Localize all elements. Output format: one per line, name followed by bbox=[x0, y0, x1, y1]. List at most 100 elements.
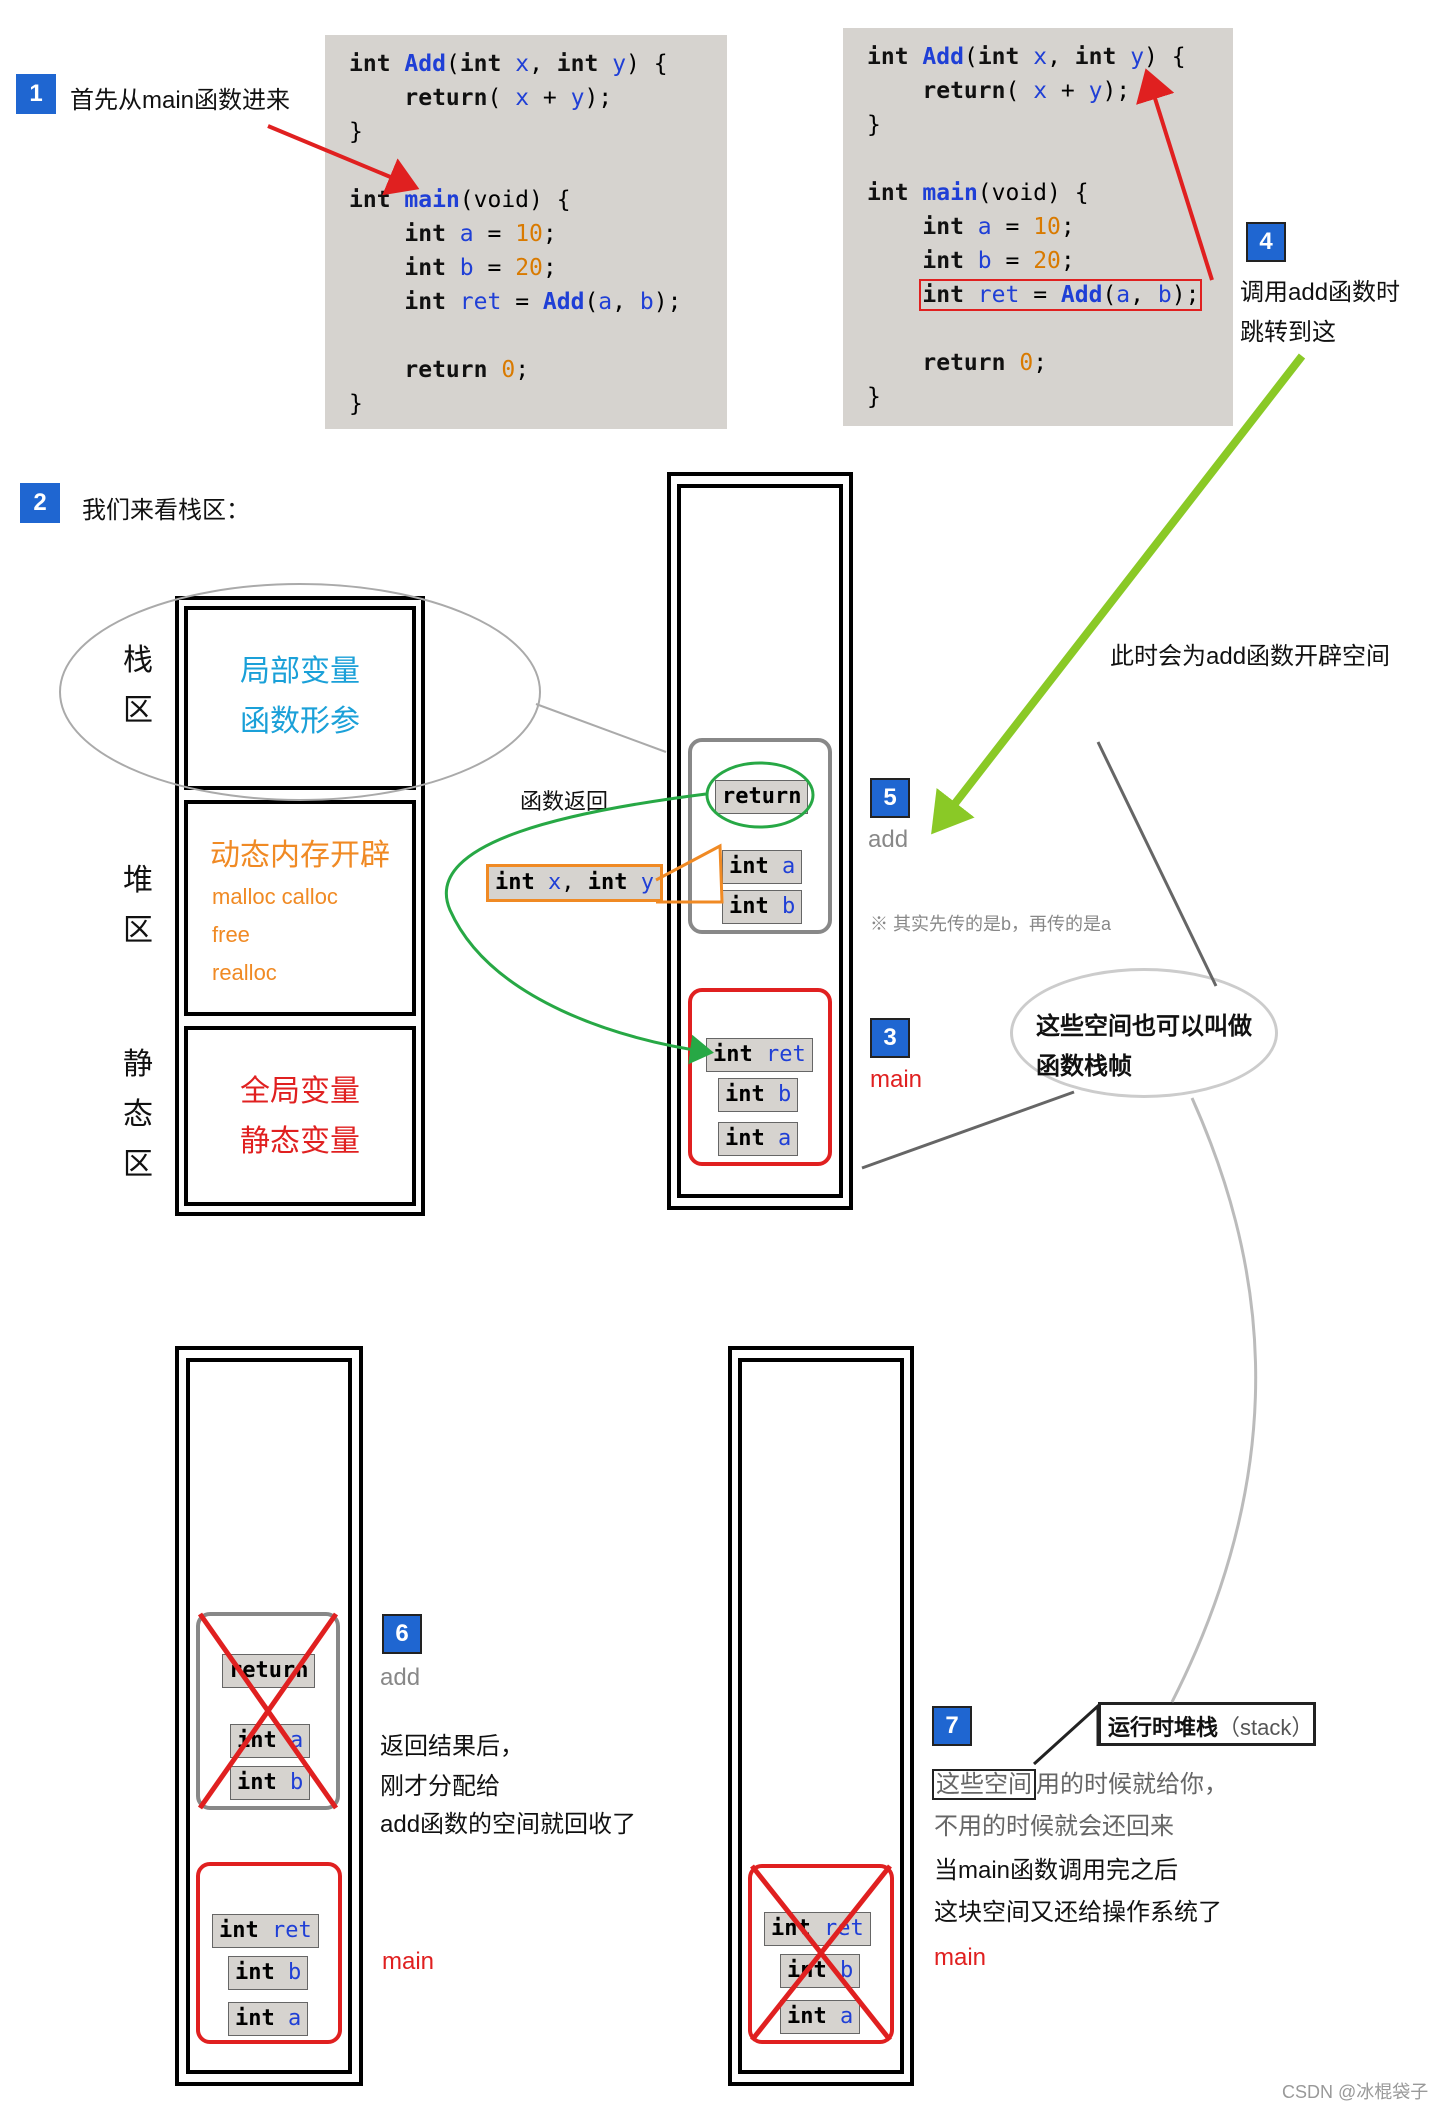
frame-slot-return: return bbox=[715, 780, 809, 814]
param-order-note: ※ 其实先传的是b，再传的是a bbox=[870, 914, 1112, 934]
open-space-annotation: 此时会为add函数开辟空间 bbox=[1110, 643, 1391, 670]
open-space-arrow bbox=[931, 353, 1306, 835]
heap-item-3: realloc bbox=[212, 960, 277, 985]
code-line: } bbox=[867, 384, 881, 410]
params-connector bbox=[655, 843, 724, 904]
stack-frame-callout-line2: 函数栈帧 bbox=[1036, 1053, 1132, 1080]
code-panel-add-jump: int Add(int x, int y) { return( x + y); … bbox=[843, 28, 1233, 426]
step-4-text-1: 调用add函数时 bbox=[1240, 279, 1401, 306]
step-6-label: add bbox=[380, 1664, 421, 1691]
code-line: } bbox=[349, 119, 363, 145]
add-stack-frame bbox=[688, 738, 832, 934]
step-7-text-4: 这块空间又还给操作系统了 bbox=[934, 1899, 1222, 1926]
code-line: int main(void) { bbox=[349, 187, 571, 213]
frame-slot-int-a: int a bbox=[780, 2000, 861, 2034]
step-1-text: 首先从main函数进来 bbox=[70, 87, 291, 114]
code-line: int Add(int x, int y) { bbox=[867, 44, 1186, 70]
code-line: return( x + y); bbox=[404, 85, 613, 111]
code-line: return 0; bbox=[922, 350, 1048, 376]
frame-slot-int-b: int b bbox=[230, 1766, 311, 1800]
released-add-frame bbox=[196, 1612, 340, 1810]
static-side-label: 静态区 bbox=[123, 1047, 153, 1182]
runtime-stack-connector bbox=[1170, 1097, 1258, 1703]
frame-callout-pointer-2 bbox=[861, 1090, 1075, 1170]
step-3-label: main bbox=[870, 1066, 923, 1093]
heap-region bbox=[184, 800, 416, 1016]
cross-mark-add bbox=[197, 1612, 339, 1810]
main-stack-frame bbox=[688, 988, 832, 1166]
step-7-text-3: 当main函数调用完之后 bbox=[934, 1857, 1179, 1884]
stack-region-line2: 函数形参 bbox=[240, 704, 360, 739]
frame-callout-pointer-1 bbox=[1096, 741, 1218, 987]
heap-item-2: free bbox=[212, 922, 250, 947]
function-return-label: 函数返回 bbox=[520, 789, 609, 814]
step-5-badge: 5 bbox=[870, 778, 910, 818]
frame-slot-int-a: int a bbox=[718, 1122, 799, 1156]
stack-side-label: 栈区 bbox=[123, 643, 153, 728]
stack-column-after-main-inner bbox=[738, 1358, 904, 2074]
return-highlight bbox=[705, 761, 815, 829]
code-line: int a = 10; bbox=[922, 214, 1075, 240]
code-line: int Add(int x, int y) { bbox=[349, 51, 668, 77]
code-line: int b = 20; bbox=[404, 255, 557, 281]
watermark: CSDN @冰棍袋子 bbox=[1282, 2082, 1429, 2102]
step-4-text-2: 跳转到这 bbox=[1240, 319, 1336, 346]
code-line-highlighted: int ret = Add(a, b); bbox=[919, 279, 1203, 311]
step-5-label: add bbox=[868, 826, 909, 853]
stack-region-highlight bbox=[59, 583, 541, 801]
static-region bbox=[184, 1026, 416, 1206]
stack-column-after-return-inner bbox=[186, 1358, 352, 2074]
stack-column-outer bbox=[667, 472, 853, 1210]
static-region-line1: 全局变量 bbox=[240, 1074, 360, 1109]
step-3-badge: 3 bbox=[870, 1018, 910, 1058]
step-6-text-1: 返回结果后， bbox=[380, 1733, 524, 1760]
step-6-badge: 6 bbox=[382, 1614, 422, 1654]
step-2-text: 我们来看栈区： bbox=[82, 497, 250, 524]
runtime-stack-title: 运行时堆栈（stack） bbox=[1108, 1715, 1314, 1740]
frame-slot-int-ret: int ret bbox=[212, 1914, 319, 1948]
step-7-main-label: main bbox=[934, 1944, 987, 1971]
stack-frame-callout-line1: 这些空间也可以叫做 bbox=[1036, 1013, 1252, 1040]
frame-slot-int-a: int a bbox=[228, 2002, 309, 2036]
main-stack-frame bbox=[196, 1862, 342, 2044]
stack-column-after-main-outer bbox=[728, 1346, 914, 2086]
step-2-badge: 2 bbox=[20, 483, 60, 523]
stack-region bbox=[184, 606, 416, 790]
heap-item-1: malloc calloc bbox=[212, 884, 338, 909]
stack-column-after-return-outer bbox=[175, 1346, 363, 2086]
params-box: int x, int y bbox=[486, 864, 663, 902]
heap-side-label: 堆区 bbox=[123, 863, 153, 948]
runtime-stack-pointer bbox=[1032, 1702, 1100, 1766]
code-line: int main(void) { bbox=[867, 180, 1089, 206]
frame-slot-int-b: int b bbox=[718, 1078, 799, 1112]
frame-slot-int-ret: int ret bbox=[706, 1038, 813, 1072]
step-7-text-1: 这些空间用的时候就给你， bbox=[932, 1764, 1228, 1800]
function-return-arrow bbox=[444, 792, 714, 1065]
code-line: int a = 10; bbox=[404, 221, 557, 247]
step-6-text-2: 刚才分配给 bbox=[380, 1773, 500, 1800]
step-4-arrow bbox=[1136, 68, 1214, 281]
frame-slot-int-b: int b bbox=[722, 890, 803, 924]
stack-frame-callout bbox=[1010, 968, 1278, 1098]
step-6-text-3: add函数的空间就回收了 bbox=[380, 1811, 637, 1838]
step-7-text-2: 不用的时候就会还回来 bbox=[934, 1813, 1174, 1840]
memory-layout-outer bbox=[175, 596, 425, 1216]
step-6-main-label: main bbox=[382, 1948, 435, 1975]
code-line: return( x + y); bbox=[922, 78, 1131, 104]
step-1-arrow bbox=[267, 124, 420, 196]
stack-column-inner bbox=[677, 484, 843, 1198]
code-line: } bbox=[349, 391, 363, 417]
step-7-badge: 7 bbox=[932, 1706, 972, 1746]
heap-region-title: 动态内存开辟 bbox=[210, 838, 390, 873]
code-line: } bbox=[867, 112, 881, 138]
step-1-badge: 1 bbox=[16, 74, 56, 114]
step-4-badge: 4 bbox=[1246, 222, 1286, 262]
code-line: return 0; bbox=[404, 357, 530, 383]
stack-region-line1: 局部变量 bbox=[240, 654, 360, 689]
cross-mark-main bbox=[750, 1864, 892, 2042]
code-line: int b = 20; bbox=[922, 248, 1075, 274]
frame-slot-int-a: int a bbox=[722, 850, 803, 884]
code-panel-main-entry: int Add(int x, int y) { return( x + y); … bbox=[325, 35, 727, 429]
frame-slot-int-b: int b bbox=[228, 1956, 309, 1990]
